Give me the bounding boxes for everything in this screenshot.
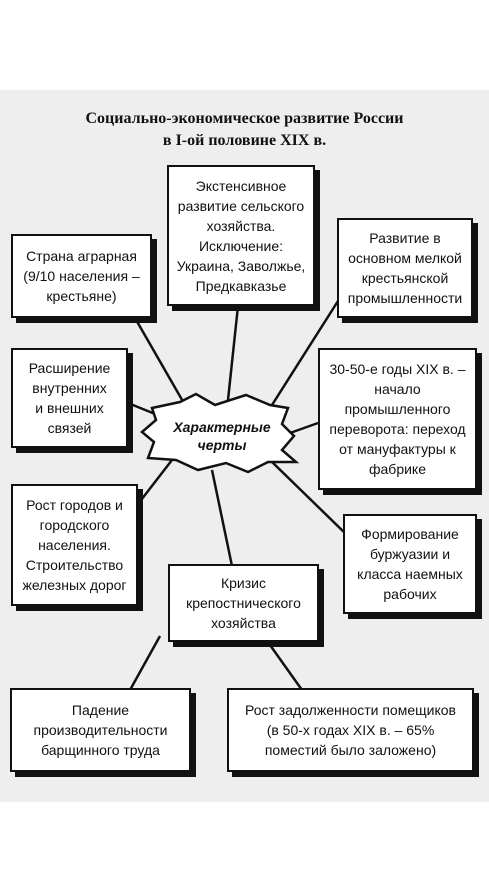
box-peasant-industry-text: Развитие в основном мелкой крестьянской …	[347, 230, 463, 306]
box-cities-growth-text: Рост городов и городского населения. Стр…	[22, 497, 127, 593]
title-line-2: в I-ой половине XIX в.	[162, 132, 327, 149]
connector-peasant-industry	[270, 289, 347, 406]
box-ties-expansion-text: Расширение внутренних и внешних связей	[28, 360, 111, 436]
box-industrial-revolution-text: 30-50-е годы XIX в. – начало промышленно…	[329, 361, 466, 477]
connector-productivity	[128, 635, 162, 691]
box-bourgeoisie: Формирование буржуазии и класса наемных …	[343, 514, 477, 614]
center-label: Характерные черты	[152, 418, 292, 454]
connector-bourgeoisie	[269, 459, 349, 537]
box-peasant-industry: Развитие в основном мелкой крестьянской …	[337, 218, 473, 318]
box-serfdom-crisis: Кризис крепостнического хозяйства	[168, 564, 319, 642]
box-productivity-decline: Падение производительности барщинного тр…	[10, 688, 191, 772]
center-star-shape	[140, 392, 300, 474]
connector-industrial-revolution	[289, 421, 319, 435]
box-agrarian-country-text: Страна аграрная (9/10 населения – кресть…	[23, 248, 140, 304]
center-label-text: Характерные черты	[173, 419, 271, 453]
box-agrarian-country: Страна аграрная (9/10 населения – кресть…	[11, 234, 152, 318]
box-cities-growth: Рост городов и городского населения. Стр…	[11, 484, 138, 606]
connector-agrarian	[133, 317, 187, 406]
box-bourgeoisie-text: Формирование буржуазии и класса наемных …	[357, 526, 463, 602]
box-landowner-debt: Рост задолженности помещиков (в 50-х год…	[227, 688, 474, 772]
box-ties-expansion: Расширение внутренних и внешних связей	[11, 348, 128, 448]
box-extensive-agriculture-text: Экстенсивное развитие сельского хозяйств…	[176, 177, 306, 294]
title-line-1: Социально-экономическое развитие России	[85, 110, 404, 127]
connector-debt	[263, 637, 304, 691]
connector-cities	[137, 459, 173, 505]
box-productivity-decline-text: Падение производительности барщинного тр…	[33, 702, 168, 758]
connector-extensive	[226, 305, 240, 401]
box-serfdom-crisis-text: Кризис крепостнического хозяйства	[186, 575, 301, 631]
diagram-title: Социально-экономическое развитие России …	[0, 108, 489, 152]
box-industrial-revolution: 30-50-е годы XIX в. – начало промышленно…	[318, 348, 477, 490]
box-landowner-debt-text: Рост задолженности помещиков (в 50-х год…	[245, 702, 456, 758]
box-extensive-agriculture: Экстенсивное развитие сельского хозяйств…	[167, 165, 315, 306]
connector-serfdom-crisis	[210, 469, 234, 567]
